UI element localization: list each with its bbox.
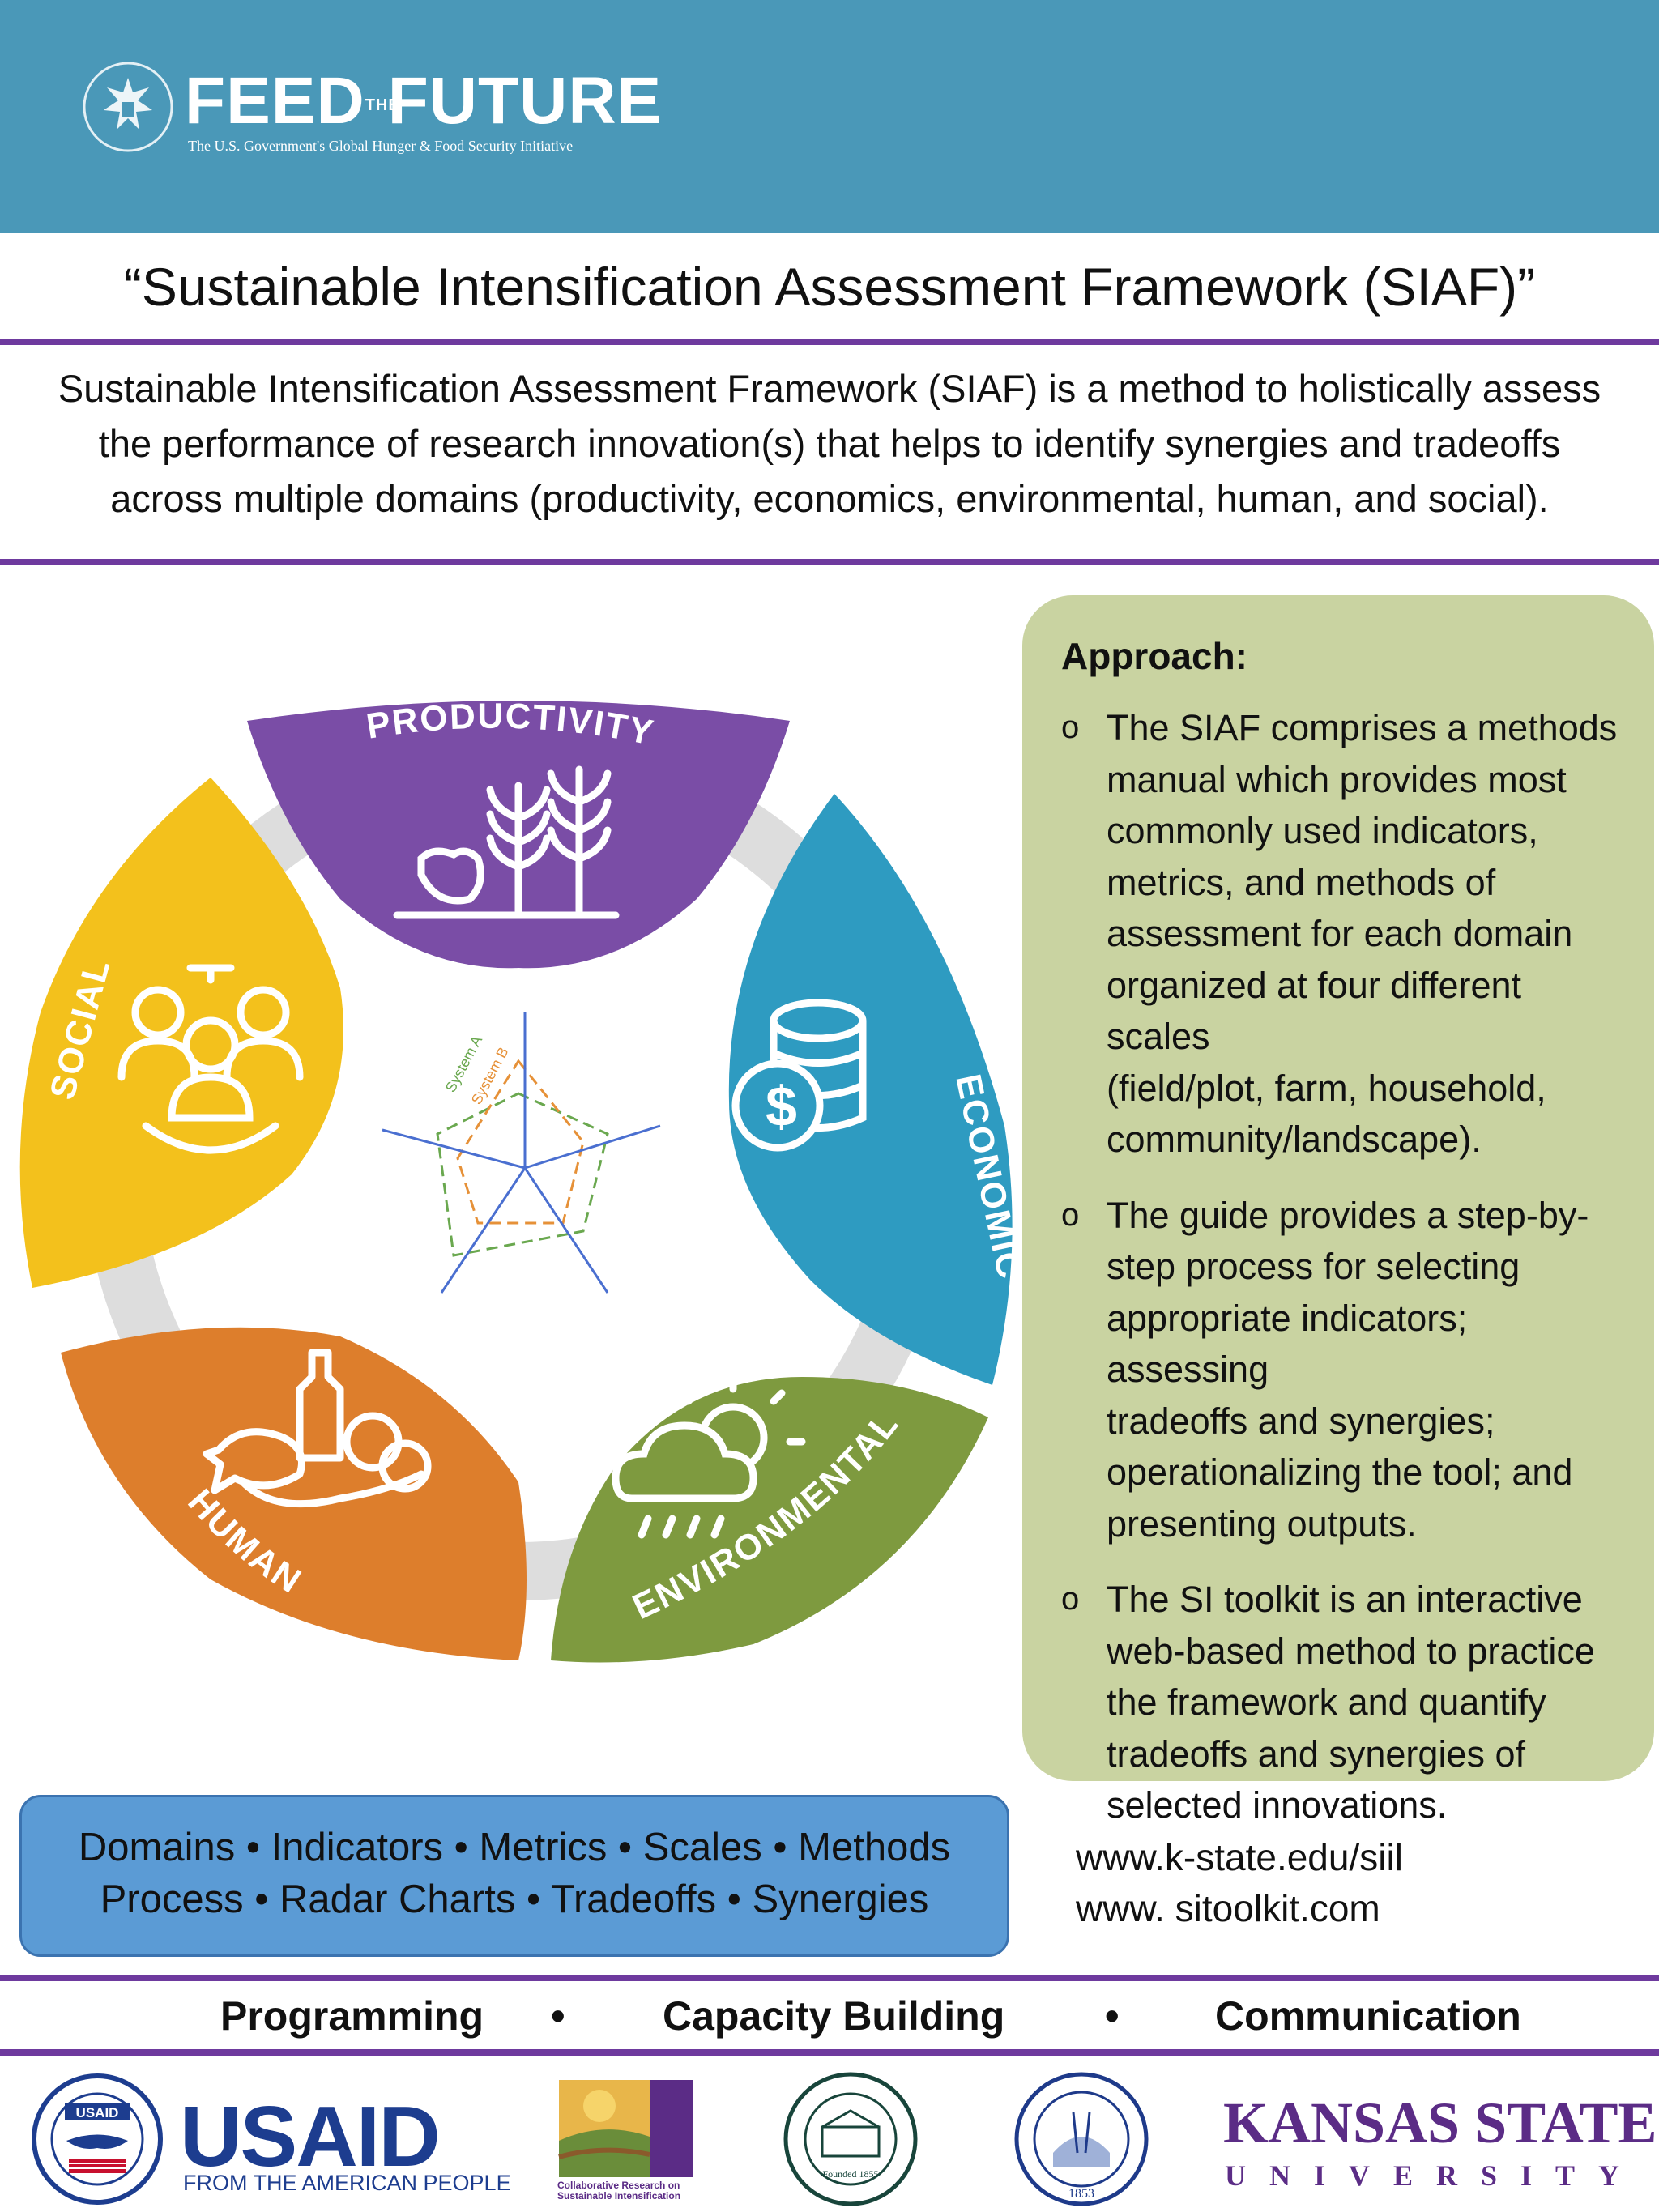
university-of-florida-seal-logo: 1853 (1014, 2072, 1149, 2206)
approach-bullet: o The SIAF comprises a methods manual wh… (1061, 702, 1630, 1166)
radar-series-b (456, 1059, 585, 1225)
usaid-subtitle: FROM THE AMERICAN PEOPLE (183, 2171, 511, 2195)
economic-segment (728, 794, 1013, 1385)
weather-cloud-sun-icon (612, 1373, 806, 1539)
header-banner (0, 0, 1659, 233)
link-sitoolkit[interactable]: www. sitoolkit.com (1076, 1887, 1380, 1929)
keywords-box: Domains • Indicators • Metrics • Scales … (19, 1795, 1009, 1957)
pillar-separator: • (1105, 1993, 1120, 2039)
bullet-line: presenting outputs. (1107, 1502, 1417, 1545)
intro-line: across multiple domains (productivity, e… (110, 477, 1549, 520)
keywords-line: Domains • Indicators • Metrics • Scales … (78, 1826, 951, 1869)
bullet-line: tradeoffs and synergies; (1107, 1400, 1495, 1442)
bullet-line: operationalizing the tool; and (1107, 1451, 1573, 1493)
uf-year-text: 1853 (1068, 2187, 1094, 2201)
bullet-line: assessment for each domain (1107, 913, 1573, 954)
pillar-communication: Communication (1215, 1993, 1521, 2039)
bullet-line: appropriate indicators; assessing (1107, 1297, 1468, 1391)
bullet-line: step process for selecting (1107, 1246, 1520, 1287)
bullet-line: The SI toolkit is an interactive (1107, 1579, 1583, 1620)
divider (0, 339, 1659, 345)
siaf-domain-diagram: PRODUCTIVITY ECONOMIC $ ENVIRONMENTAL HU… (19, 697, 1030, 1663)
human-segment (61, 1327, 527, 1660)
link-kstate[interactable]: www.k-state.edu/siil (1076, 1836, 1403, 1878)
bullet-line: the framework and quantify (1107, 1681, 1546, 1723)
food-basket-icon (203, 1349, 432, 1508)
bullet-circle-icon: o (1061, 1196, 1080, 1233)
kansas-state-university-text: UNIVERSITY (1225, 2159, 1644, 2192)
intro-paragraph: Sustainable Intensification Assessment F… (32, 361, 1627, 526)
intro-line: the performance of research innovation(s… (98, 422, 1561, 465)
bullet-circle-icon: o (1061, 1581, 1080, 1617)
intro-line: Sustainable Intensification Assessment F… (58, 367, 1601, 410)
usaid-seal-text: USAID (76, 2105, 119, 2120)
radar-series-a (436, 1092, 609, 1257)
bullet-line: tradeoffs and synergies of (1107, 1733, 1525, 1775)
michigan-state-seal-logo: Founded 1855 (783, 2072, 918, 2206)
crsi-caption: Collaborative Research on Sustainable In… (557, 2180, 681, 2201)
bullet-line: commonly used indicators, (1107, 810, 1538, 851)
approach-heading: Approach: (1061, 635, 1247, 677)
bullet-line: selected innovations. (1107, 1784, 1448, 1826)
usaid-wordmark: USAID (180, 2089, 441, 2184)
svg-text:$: $ (766, 1075, 797, 1138)
people-group-icon (117, 964, 304, 1154)
crsi-innovation-lab-logo (558, 2080, 693, 2177)
pillar-separator: • (551, 1993, 565, 2039)
bullet-line: The guide provides a step-by- (1107, 1194, 1589, 1236)
radar-axes (382, 1012, 661, 1294)
radar-chart: System A System B (382, 1012, 661, 1294)
bullet-line: web-based method to practice (1107, 1630, 1595, 1672)
approach-bullet: o The guide provides a step-by- step pro… (1061, 1190, 1630, 1550)
plants-and-chicken-icon (393, 765, 620, 919)
bullet-line: organized at four different scales (1107, 964, 1522, 1058)
links-block: www.k-state.edu/siil www. sitoolkit.com (1076, 1832, 1403, 1934)
partner-logos: USAID Founded 1855 1853 (32, 2072, 1149, 2206)
kansas-state-wordmark: KANSAS STATE (1223, 2091, 1657, 2155)
page-title: “Sustainable Intensification Assessment … (123, 257, 1536, 317)
divider (0, 2049, 1659, 2056)
feed-the-future-logo: FEEDTHEFUTURE (185, 64, 663, 138)
pillar-capacity-building: Capacity Building (663, 1993, 1005, 2039)
bullet-line: (field/plot, farm, household, (1107, 1067, 1546, 1109)
approach-panel: Approach: o The SIAF comprises a methods… (1022, 595, 1654, 1826)
bullet-line: manual which provides most (1107, 758, 1567, 800)
usaid-seal-logo: USAID (32, 2073, 163, 2205)
eagle-seal-icon (83, 62, 173, 152)
msu-founded-text: Founded 1855 (823, 2168, 879, 2180)
bullet-line: The SIAF comprises a methods (1107, 707, 1618, 748)
brand-tagline: The U.S. Government's Global Hunger & Fo… (188, 138, 574, 154)
keywords-line: Process • Radar Charts • Tradeoffs • Syn… (100, 1877, 929, 1921)
bullet-line: community/landscape). (1107, 1119, 1482, 1160)
coins-dollar-icon: $ (731, 999, 867, 1152)
divider (0, 559, 1659, 565)
pillars-row: Programming • Capacity Building • Commun… (0, 1993, 1659, 2049)
bullet-circle-icon: o (1061, 710, 1080, 745)
divider (0, 1975, 1659, 1981)
approach-bullet: o The SI toolkit is an interactive web-b… (1061, 1574, 1630, 1831)
social-segment (19, 778, 343, 1288)
bullet-line: metrics, and methods of (1107, 861, 1496, 903)
pillar-programming: Programming (220, 1993, 484, 2039)
